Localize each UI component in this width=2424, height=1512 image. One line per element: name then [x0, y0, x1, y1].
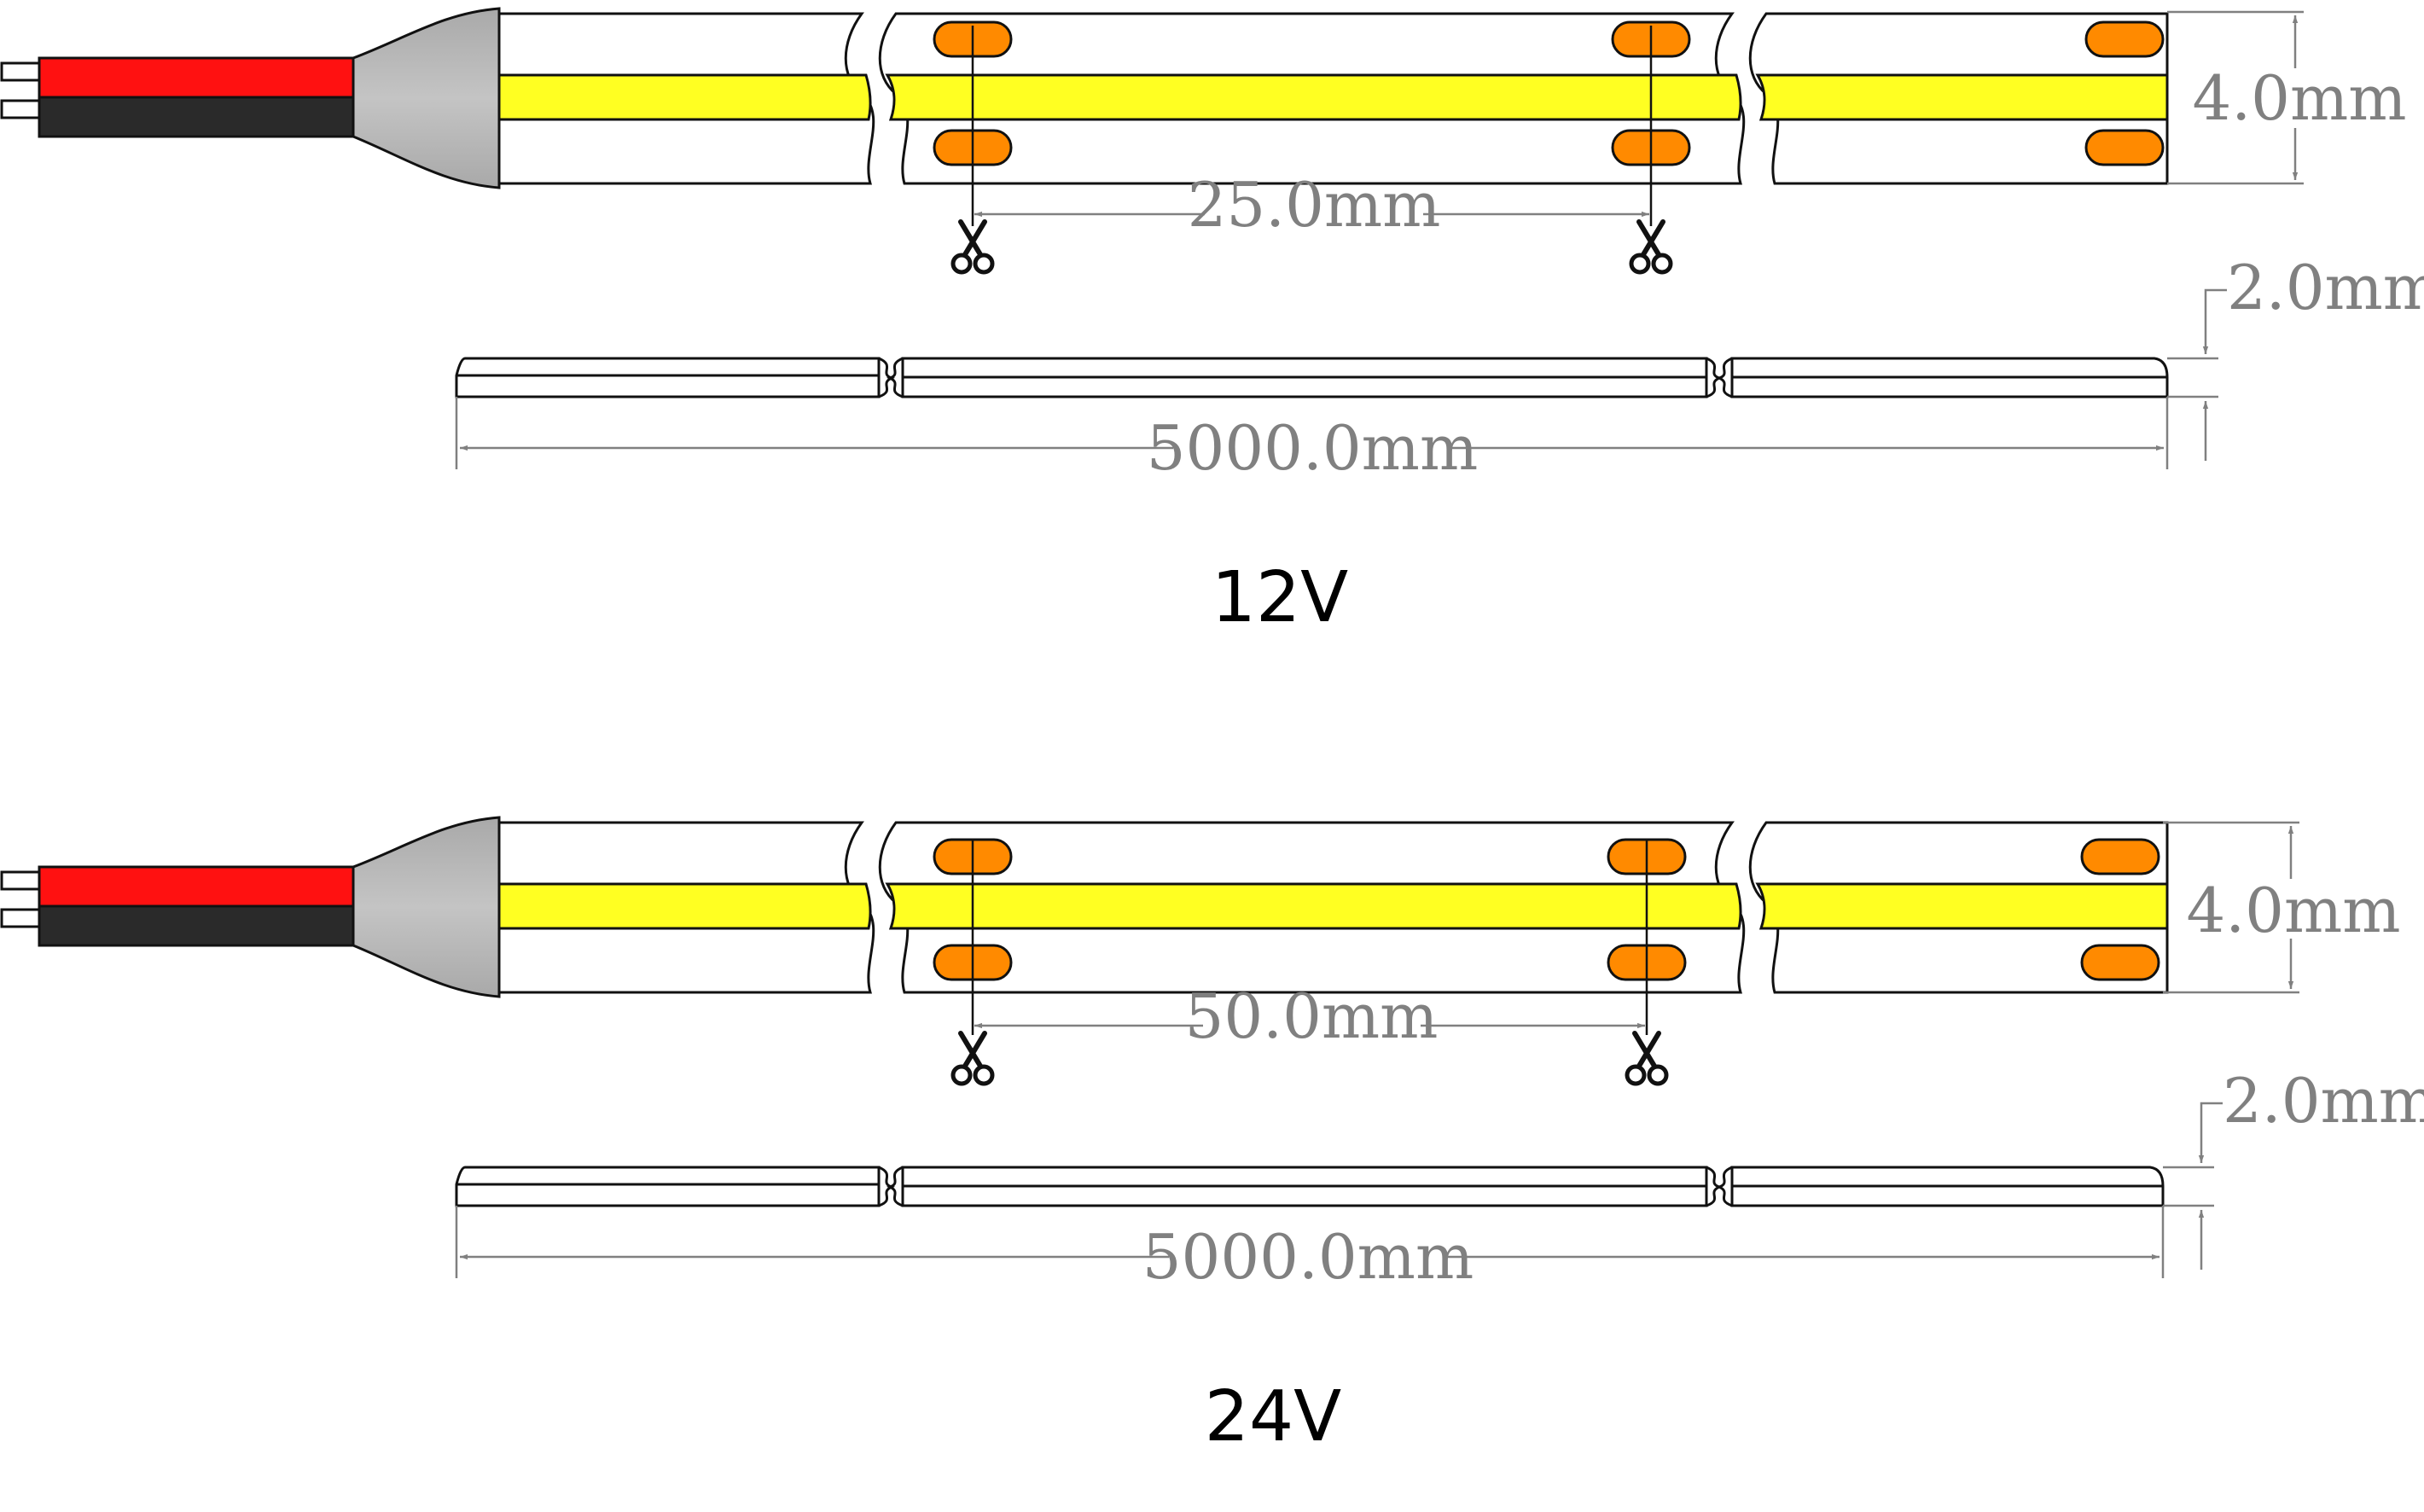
length-label: 5000.0mm: [1142, 1221, 1474, 1293]
thickness-label: 2.0mm: [2223, 1065, 2424, 1137]
solder-pads: [933, 20, 2165, 166]
voltage-label: 24V: [1205, 1376, 1341, 1457]
thickness-leader: [2198, 1102, 2223, 1163]
scissors-icon: [953, 1033, 992, 1084]
width-label: 4.0mm: [2192, 62, 2406, 134]
solder-pad: [2084, 129, 2165, 166]
strip-side-view: [455, 357, 2169, 398]
thickness-leader: [2202, 288, 2227, 354]
solder-pad: [2080, 944, 2160, 981]
scissors-icon: [953, 222, 992, 272]
length-label: 5000.0mm: [1147, 412, 1478, 484]
scissors-icon: [1631, 222, 1671, 272]
cut-spacing-label: 50.0mm: [1185, 980, 1439, 1052]
scissors-icon: [1627, 1033, 1666, 1084]
cut-spacing-label: 25.0mm: [1188, 169, 1441, 241]
thickness-label: 2.0mm: [2227, 252, 2424, 323]
strip-24v: 50.0mm 4.0mm 2.0mm 5000.0mm 24V: [0, 816, 2424, 1457]
strip-side-view: [455, 1166, 2165, 1207]
width-label: 4.0mm: [2186, 875, 2400, 946]
solder-pad: [2080, 838, 2160, 875]
solder-pad: [2084, 20, 2165, 58]
voltage-label: 12V: [1212, 557, 1348, 638]
strip-12v: 25.0mm 4.0mm 2.0mm 5000.0: [0, 7, 2424, 638]
